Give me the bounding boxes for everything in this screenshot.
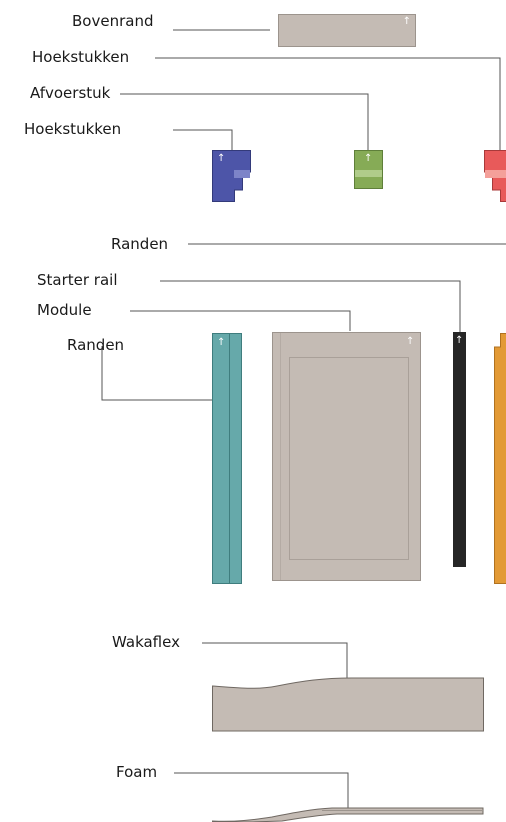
leader-edges-left [101,346,214,401]
label-foam: Foam [116,763,158,781]
label-edges-right: Randen [111,235,169,253]
label-starter-rail: Starter rail [37,271,118,289]
edge-piece-left: ↑ [212,333,242,584]
label-top-edge: Bovenrand [72,12,154,30]
module-panel: ↑ [272,332,421,581]
foam-strip [212,807,484,822]
up-arrow-icon: ↑ [455,335,463,346]
starter-rail: ↑ [453,332,466,567]
up-arrow-icon: ↑ [402,16,411,27]
label-module: Module [37,301,92,319]
leader-starter-rail [160,280,461,334]
label-wakaflex: Wakaflex [112,633,180,651]
up-arrow-icon: ↑ [217,337,225,348]
label-edges-left: Randen [67,336,125,354]
up-arrow-icon: ↑ [217,153,225,164]
leader-corner-pieces-left [173,129,233,150]
edge-piece-right [494,333,506,584]
label-drain-piece: Afvoerstuk [30,84,111,102]
leader-foam [174,772,349,809]
label-corner-pieces-left: Hoekstukken [24,120,122,138]
leader-drain-piece [120,93,369,150]
leader-wakaflex [202,642,348,679]
up-arrow-icon: ↑ [406,336,414,347]
label-corner-pieces-right: Hoekstukken [32,48,130,66]
top-edge-panel: ↑ [278,14,416,47]
corner-piece-left: ↑ [212,150,251,202]
wakaflex-strip [212,677,484,732]
corner-piece-right [484,150,506,202]
drain-piece: ↑ [354,150,383,189]
up-arrow-icon: ↑ [364,153,372,164]
leader-module [130,310,351,331]
leader-corner-pieces-right [155,57,501,152]
